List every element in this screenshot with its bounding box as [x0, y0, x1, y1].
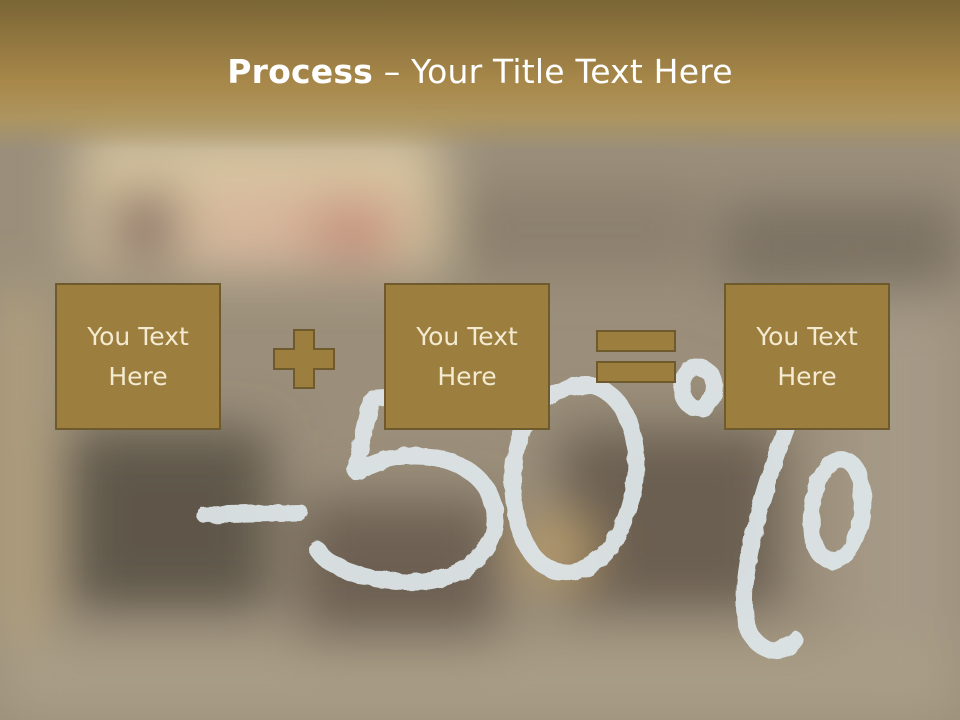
plus-icon — [273, 329, 335, 389]
header-band — [0, 0, 960, 150]
text-box-2[interactable]: You Text Here — [384, 283, 550, 430]
equals-icon — [596, 330, 676, 383]
handwritten-discount-graphic — [196, 359, 871, 659]
text-box-3[interactable]: You Text Here — [724, 283, 890, 430]
title-rest: – Your Title Text Here — [373, 52, 733, 91]
slide-title: Process – Your Title Text Here — [0, 52, 960, 91]
title-bold: Process — [227, 52, 374, 91]
text-box-1-label: You Text Here — [87, 321, 189, 391]
text-box-3-label: You Text Here — [756, 321, 858, 391]
blurred-shop-scene — [0, 130, 960, 720]
text-box-2-label: You Text Here — [416, 321, 518, 391]
text-box-1[interactable]: You Text Here — [55, 283, 221, 430]
